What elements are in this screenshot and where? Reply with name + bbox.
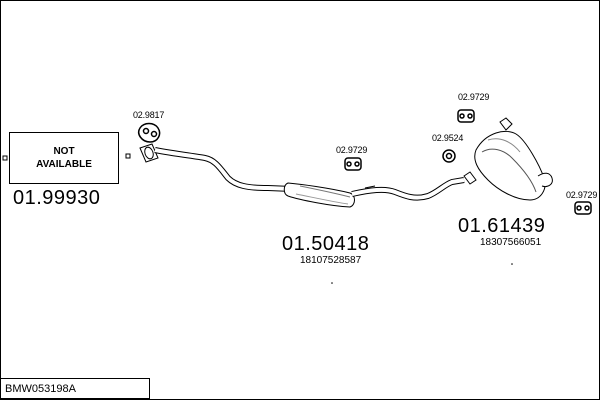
dot [511,263,513,265]
middle-silencer [283,182,355,208]
clamp-icon [442,149,456,163]
gasket-code: 02.9817 [133,110,165,120]
rubber-hanger-icon [574,201,592,215]
not-available-line2: AVAILABLE [36,159,92,170]
rubber-hanger-icon [344,157,362,171]
hanger-rear-top-code: 02.9729 [458,92,490,102]
hanger-rear-right-code: 02.9729 [566,190,598,200]
middle-part-code: 01.50418 [282,233,370,255]
hanger-mid-code: 02.9729 [336,145,368,155]
kit-code-box: BMW053198A [0,378,150,399]
rear-part-oem: 18307566051 [480,237,542,248]
connecting-pipe [351,177,465,201]
front-part-code: 01.99930 [13,187,101,209]
clamp-code: 02.9524 [432,133,464,143]
rubber-hanger-icon [457,109,475,123]
dot [331,282,333,284]
rear-part-code: 01.61439 [458,215,546,237]
not-available-box: NOT AVAILABLE [9,132,119,184]
kit-code: BMW053198A [5,382,76,395]
rear-silencer [463,117,553,201]
not-available-line1: NOT [53,146,75,157]
middle-part-oem: 18107528587 [300,255,362,266]
marker-right [125,153,131,159]
marker-left [2,155,8,161]
gasket-icon [138,122,161,143]
front-pipe [139,143,293,192]
